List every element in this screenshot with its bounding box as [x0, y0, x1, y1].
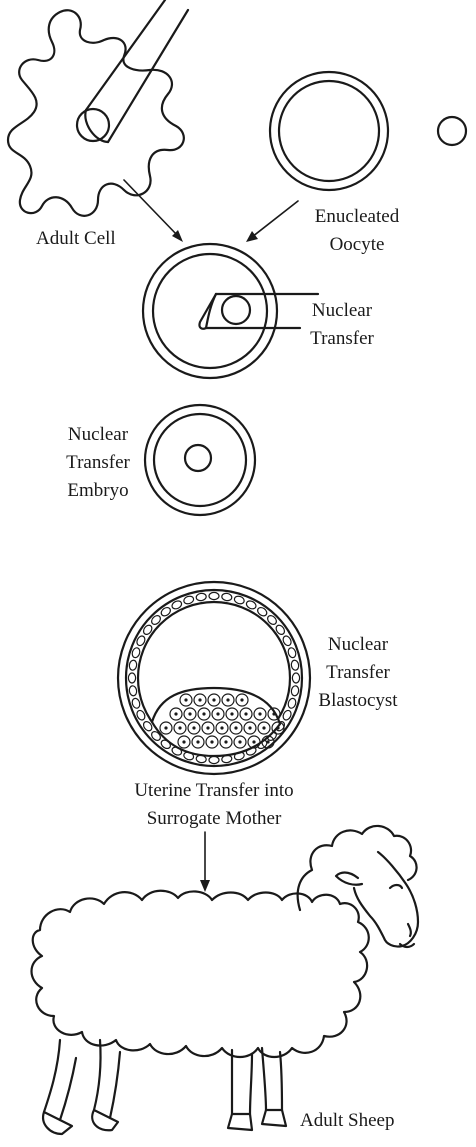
inner-cell-nucleus — [248, 726, 251, 729]
inner-cell-nucleus — [272, 712, 275, 715]
adult-cell-nucleus — [77, 109, 109, 141]
trophoblast-cell — [209, 756, 219, 763]
label-blastocyst-2: Transfer — [326, 662, 390, 683]
inner-cell-nucleus — [178, 726, 181, 729]
trophoblast-cell — [233, 595, 245, 605]
inner-cell-nucleus — [212, 698, 215, 701]
inner-cell-nucleus — [184, 698, 187, 701]
inner-cell-nucleus — [234, 726, 237, 729]
trophoblast-cell — [196, 593, 207, 602]
nuclear-transfer-cell — [143, 244, 318, 378]
trophoblast-cell — [291, 660, 300, 671]
inner-cell-nucleus — [164, 726, 167, 729]
enucleated-oocyte — [270, 72, 388, 190]
inner-cell-nucleus — [226, 698, 229, 701]
nuclear-transfer-embryo — [145, 405, 255, 515]
trophoblast-cell — [209, 592, 219, 599]
trophoblast-cell — [292, 673, 299, 683]
label-adult-cell: Adult Cell — [36, 228, 116, 249]
label-embryo-1: Nuclear — [68, 424, 129, 445]
inner-cell-nucleus — [220, 726, 223, 729]
label-nuclear-transfer-1: Nuclear — [312, 300, 373, 321]
inner-cell-nucleus — [188, 712, 191, 715]
label-oocyte: Oocyte — [330, 234, 385, 255]
embryo-nucleus — [185, 445, 211, 471]
inner-cell-nucleus — [266, 740, 269, 743]
label-adult-sheep: Adult Sheep — [300, 1110, 394, 1131]
arrow-oocyte-to-transfer — [246, 201, 298, 242]
inner-cell-nucleus — [198, 698, 201, 701]
inner-cell-nucleus — [258, 712, 261, 715]
adult-sheep — [32, 826, 419, 1134]
inner-cell-nucleus — [216, 712, 219, 715]
transferred-nucleus — [222, 296, 250, 324]
inner-cell-nucleus — [238, 740, 241, 743]
inner-cell-nucleus — [230, 712, 233, 715]
inner-cell-nucleus — [182, 740, 185, 743]
label-uterine-transfer-1: Uterine Transfer into — [134, 780, 293, 801]
label-embryo-3: Embryo — [67, 480, 128, 501]
label-blastocyst-1: Nuclear — [328, 634, 389, 655]
label-blastocyst-3: Blastocyst — [318, 690, 398, 711]
nuclear-transfer-blastocyst — [118, 582, 310, 774]
trophoblast-cell — [291, 685, 300, 696]
inner-cell-nucleus — [252, 740, 255, 743]
trophoblast-cell — [131, 697, 141, 709]
arrow-adult-cell-to-transfer — [124, 180, 183, 242]
inner-cell-nucleus — [196, 740, 199, 743]
trophoblast-cell — [183, 595, 195, 605]
trophoblast-cell — [128, 673, 135, 683]
arrow-to-sheep — [200, 832, 210, 892]
inner-cell-nucleus — [224, 740, 227, 743]
inner-cell-nucleus — [202, 712, 205, 715]
trophoblast-cell — [129, 685, 138, 696]
removed-nucleus — [438, 117, 466, 145]
adult-cell — [8, 0, 188, 216]
inner-cell-nucleus — [244, 712, 247, 715]
label-embryo-2: Transfer — [66, 452, 130, 473]
inner-cell-nucleus — [174, 712, 177, 715]
label-nuclear-transfer-2: Transfer — [310, 328, 374, 349]
inner-cell-nucleus — [210, 740, 213, 743]
trophoblast-cell — [131, 647, 141, 659]
label-uterine-transfer-2: Surrogate Mother — [147, 808, 282, 829]
inner-cell-nucleus — [192, 726, 195, 729]
inner-cell-nucleus — [276, 726, 279, 729]
inner-cell-nucleus — [262, 726, 265, 729]
trophoblast-cell — [221, 593, 232, 602]
trophoblast-cell — [287, 697, 297, 709]
trophoblast-cell — [129, 660, 138, 671]
inner-cell-nucleus — [206, 726, 209, 729]
label-enucleated: Enucleated — [315, 206, 400, 227]
inner-cell-nucleus — [240, 698, 243, 701]
trophoblast-cell — [287, 647, 297, 659]
